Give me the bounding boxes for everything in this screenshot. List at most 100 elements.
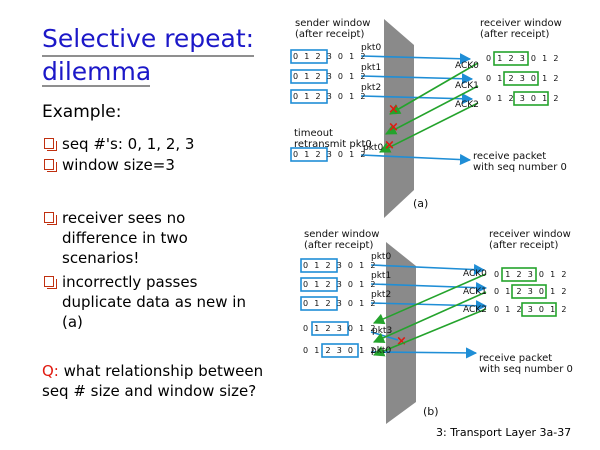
ack2-arrow-b: [372, 308, 487, 357]
receiver-window-header-b: receiver window (after receipt): [489, 229, 571, 251]
receive-line: with seq number 0: [479, 364, 573, 375]
question-text: what relationship between seq # size and…: [42, 362, 264, 400]
receiver-seq-row-b-2: 0 1 2 3 0 1 2: [494, 287, 569, 296]
bullet-box-icon: [44, 159, 57, 172]
pkt2-label-a: pkt2: [361, 83, 382, 93]
slide-title-line-1: Selective repeat:: [42, 24, 255, 53]
title-underline-2: [42, 85, 150, 87]
channel-b: [386, 242, 416, 424]
header-line: (after receipt): [304, 240, 374, 251]
bullet-box-icon: [44, 276, 57, 289]
slide-title-line-2: dilemma: [42, 57, 152, 86]
ack1-label-a: ACK1: [455, 81, 479, 91]
question: Q: what relationship between seq # size …: [42, 361, 282, 401]
receiver-window-header-a: receiver window (after receipt): [480, 18, 562, 40]
header-line: receiver window: [489, 229, 571, 240]
ack0-arrow-b: [372, 273, 487, 325]
pkt1-arrow-a: [360, 73, 474, 85]
receive-line: receive packet: [473, 151, 547, 162]
sender-seq-row-b-1: 0 1 2 3 0 1 2: [303, 261, 378, 270]
lost-mark-icon: ×: [384, 138, 395, 153]
retransmit-pkt0-label-a: pkt0: [363, 143, 384, 153]
sender-window-a-3: [290, 89, 328, 104]
sender-window-b-1: [300, 258, 338, 273]
pkt0-new-label-b: pkt0: [371, 346, 392, 356]
sender-window-a-1: [290, 49, 328, 64]
sender-window-b-5: [321, 343, 359, 358]
sender-window-a-2: [290, 69, 328, 84]
receive-note-a: receive packet with seq number 0: [473, 151, 567, 173]
sender-window-b-2: [300, 277, 338, 292]
pkt1-arrow-b: [370, 282, 488, 294]
receive-line: receive packet: [479, 353, 553, 364]
ack0-label-b: ACK0: [463, 269, 487, 279]
sender-window-b-4: [311, 321, 349, 336]
question-label: Q:: [42, 362, 59, 380]
pkt0-label-b: pkt0: [371, 252, 392, 262]
header-line: (after receipt): [480, 29, 550, 40]
timeout-line: retransmit pkt0: [294, 139, 372, 150]
sender-seq-row-b-3: 0 1 2 3 0 1 2: [303, 299, 378, 308]
sender-seq-row-a-1: 0 1 2 3 0 1 2: [293, 52, 368, 61]
sender-seq-row-a-3: 0 1 2 3 0 1 2: [293, 92, 368, 101]
pkt1-label-b: pkt1: [371, 271, 392, 281]
receiver-seq-row-b-3: 0 1 2 3 0 1 2: [494, 305, 569, 314]
slide-footer: 3: Transport Layer 3a-37: [436, 426, 572, 439]
caption-b: (b): [423, 405, 439, 418]
pkt3-label-b: pkt3: [372, 326, 393, 336]
lost-mark-icon: ×: [396, 334, 407, 349]
sender-seq-row-b-5: 0 1 2 3 0 1 2: [303, 346, 378, 355]
timeout-line: timeout: [294, 128, 333, 139]
pkt2-arrow-b: [370, 300, 488, 312]
sender-seq-row-a-2: 0 1 2 3 0 1 2: [293, 72, 368, 81]
retransmit-seq-row-a: 0 1 2 3 0 1 2: [293, 150, 368, 159]
bullet-window-size: window size=3: [44, 155, 274, 175]
bullet-box-icon: [44, 138, 57, 151]
bullet-seq-numbers: seq #'s: 0, 1, 2, 3: [44, 134, 274, 154]
receiver-seq-row-a-3: 0 1 2 3 0 1 2: [486, 94, 561, 103]
receiver-window-a-3: [513, 91, 549, 106]
sender-window-header-a: sender window (after receipt): [295, 18, 370, 40]
sender-seq-row-b-2: 0 1 2 3 0 1 2: [303, 280, 378, 289]
receiver-window-a-2: [503, 71, 539, 86]
bullet-text: incorrectly passes duplicate data as new…: [62, 273, 246, 331]
lost-mark-icon: ×: [388, 102, 399, 117]
header-line: sender window: [295, 18, 371, 29]
header-line: receiver window: [480, 18, 562, 29]
receive-note-b: receive packet with seq number 0: [479, 353, 573, 375]
receiver-seq-row-a-2: 0 1 2 3 0 1 2: [486, 74, 561, 83]
pkt1-label-a: pkt1: [361, 63, 382, 73]
pkt0-label-a: pkt0: [361, 43, 382, 53]
sender-window-header-b: sender window (after receipt): [304, 229, 379, 251]
receive-line: with seq number 0: [473, 162, 567, 173]
example-label: Example:: [42, 102, 122, 122]
bullet-box-icon: [44, 212, 57, 225]
caption-a: (a): [413, 197, 429, 210]
retransmit-pkt0-arrow-a: [360, 153, 472, 166]
pkt0-new-arrow-b: [370, 347, 478, 359]
channel-a: [384, 19, 414, 218]
pkt0-arrow-a: [360, 53, 472, 65]
receiver-window-b-1: [501, 267, 537, 282]
header-line: (after receipt): [295, 29, 365, 40]
retransmit-window-a: [290, 147, 328, 162]
header-line: (after receipt): [489, 240, 559, 251]
receiver-seq-row-b-1: 0 1 2 3 0 1 2: [494, 270, 569, 279]
bullet-text: window size=3: [62, 156, 175, 174]
ack0-label-a: ACK0: [455, 61, 479, 71]
pkt2-label-b: pkt2: [371, 290, 392, 300]
sender-window-b-3: [300, 296, 338, 311]
lost-mark-icon: ×: [388, 120, 399, 135]
pkt0-arrow-b: [370, 263, 486, 276]
sender-seq-row-b-4: 0 1 2 3 0 1 2: [303, 324, 378, 333]
ack0-arrow-a: [389, 62, 479, 115]
ack1-arrow-a: [385, 85, 479, 135]
header-line: sender window: [304, 229, 380, 240]
bullet-duplicate-data: incorrectly passes duplicate data as new…: [44, 272, 252, 332]
ack2-arrow-a: [378, 102, 479, 153]
bullet-text: seq #'s: 0, 1, 2, 3: [62, 135, 195, 153]
receiver-window-b-2: [511, 284, 547, 299]
receiver-seq-row-a-1: 0 1 2 3 0 1 2: [486, 54, 561, 63]
